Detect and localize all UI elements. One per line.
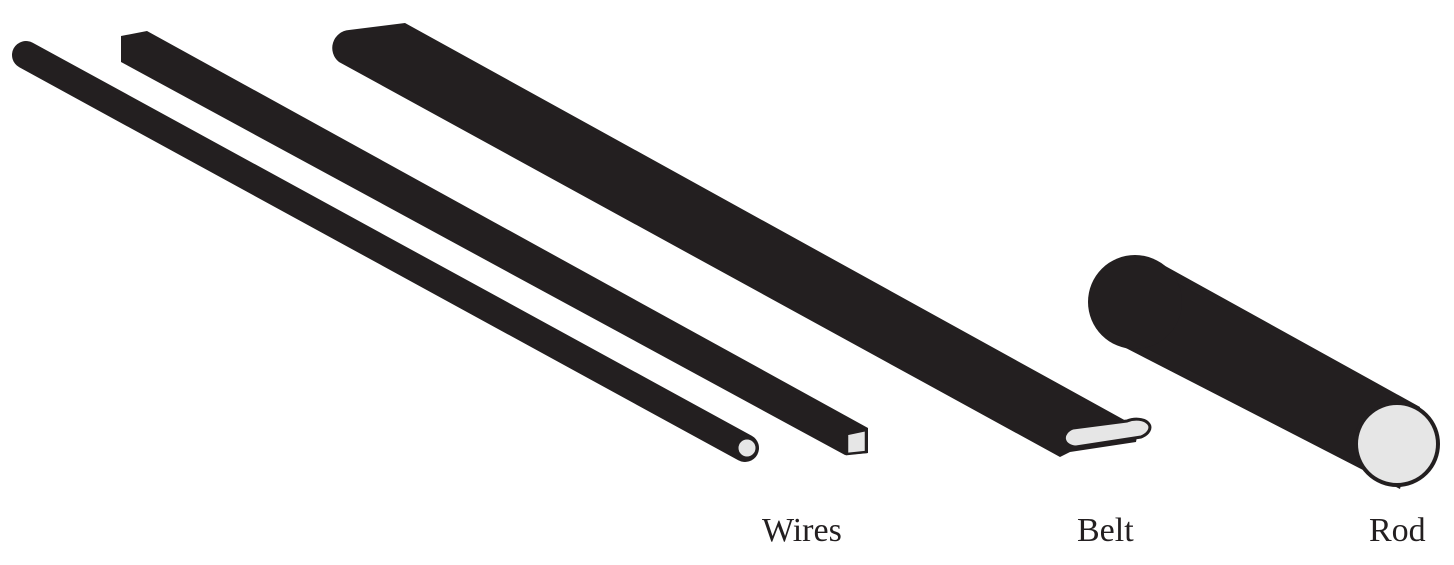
belt-end-face xyxy=(1062,417,1152,449)
square-wire xyxy=(121,31,868,456)
round-wire-body xyxy=(12,41,759,462)
wires-label: Wires xyxy=(762,512,842,549)
belt-label: Belt xyxy=(1077,512,1134,549)
round-wire xyxy=(12,41,759,462)
rod-end-face xyxy=(1354,401,1440,487)
rod xyxy=(1088,255,1440,489)
belt xyxy=(332,23,1152,457)
square-wire-body xyxy=(121,31,868,455)
round-wire-end-face xyxy=(735,436,759,460)
belt-body xyxy=(332,23,1137,457)
rod-label: Rod xyxy=(1369,512,1426,549)
square-wire-end-face xyxy=(845,428,868,456)
rod-body-start-cap xyxy=(1088,255,1182,349)
rod-body xyxy=(1104,261,1420,489)
